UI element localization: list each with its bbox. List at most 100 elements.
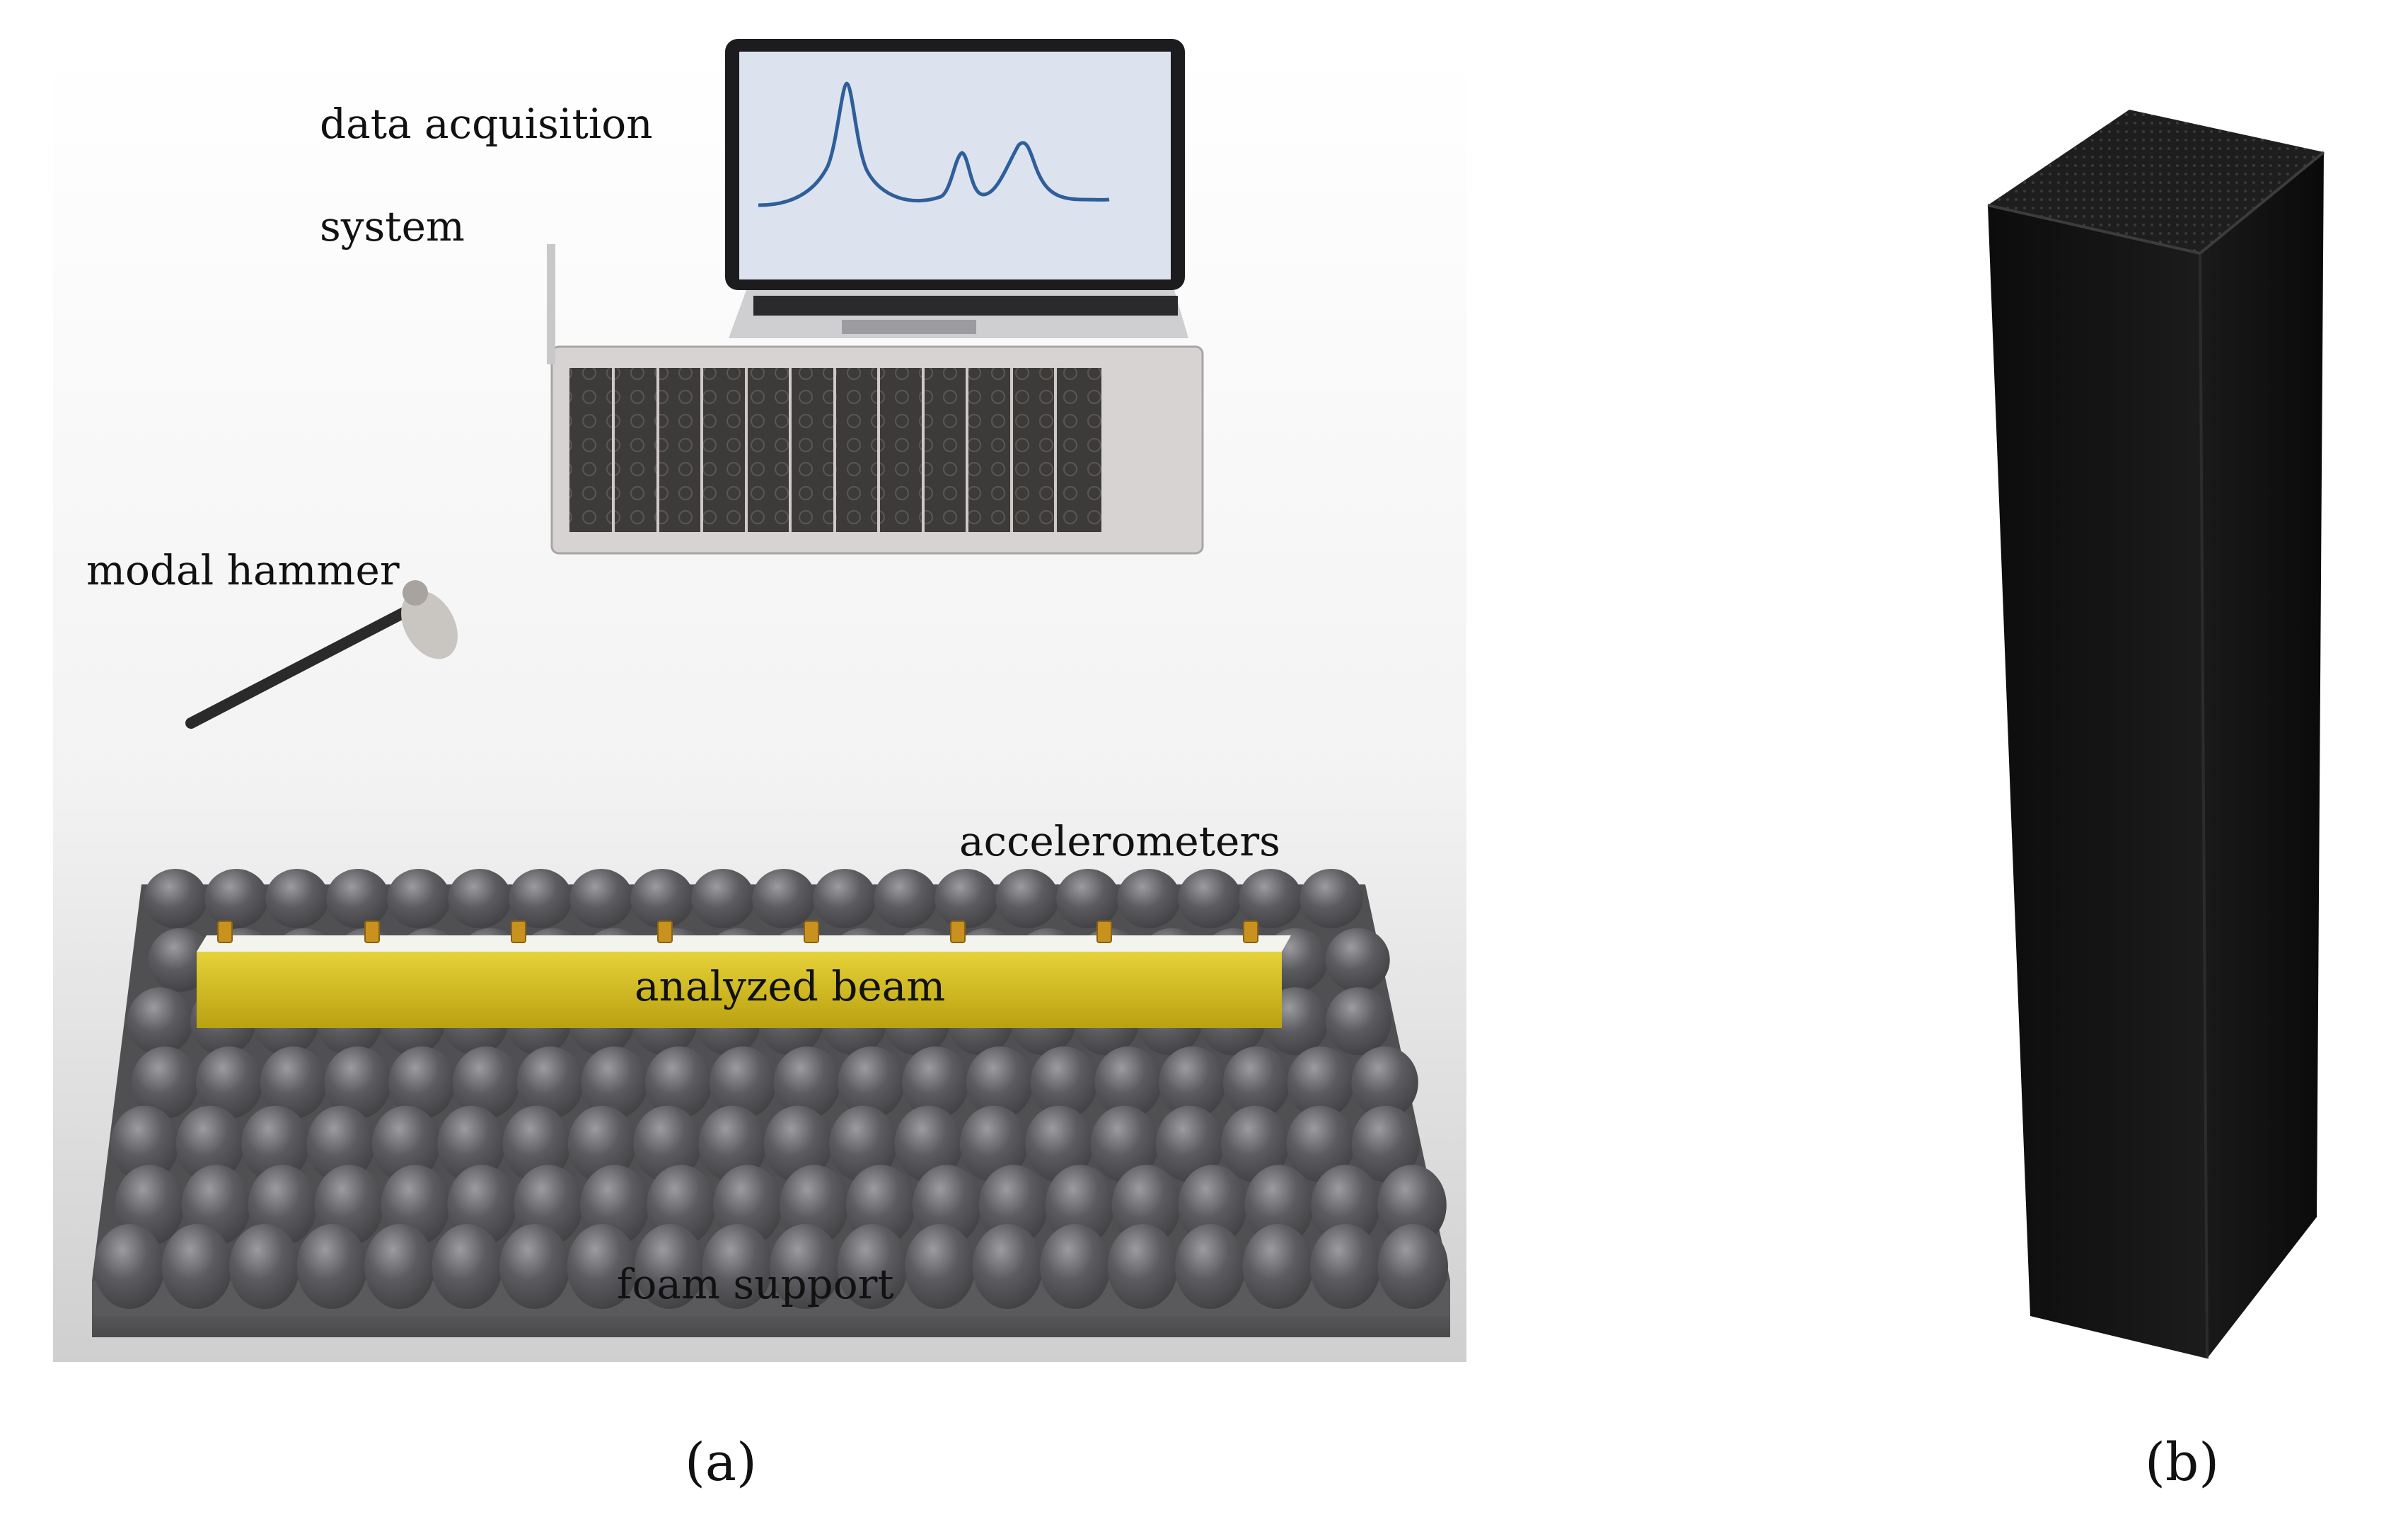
foam-bump (995, 869, 1059, 928)
foam-bump (324, 1046, 391, 1119)
foam-bump (702, 1224, 772, 1309)
foam-bump (448, 869, 511, 928)
foam-bump (709, 1046, 777, 1119)
foam-bump (1056, 869, 1120, 928)
foam-bump (633, 1105, 702, 1182)
foam-bump (752, 869, 816, 928)
accelerometer (804, 921, 819, 943)
foam-bump (630, 869, 694, 928)
foam-bump (502, 1105, 571, 1182)
foam-bump (144, 869, 207, 928)
foam-bump (195, 1046, 263, 1119)
foam-bump (1117, 869, 1181, 928)
foam-bump (452, 1046, 520, 1119)
analyzed-beam (197, 921, 1291, 1028)
foam-bump (388, 1046, 456, 1119)
foam-bump (829, 1105, 898, 1182)
foam-bump (1221, 1105, 1290, 1182)
foam-bump (1286, 1105, 1355, 1182)
foam-bump (1159, 1046, 1226, 1119)
daq-chassis (547, 244, 1204, 555)
foam-bump (1311, 1165, 1380, 1246)
foam-bump (959, 1105, 1028, 1182)
foam-bump (1351, 1046, 1418, 1119)
foam-bump (1030, 1046, 1098, 1119)
panel-b (1987, 110, 2325, 1359)
foam-bump (1351, 1105, 1420, 1182)
foam-bump (1090, 1105, 1159, 1182)
foam-bump (1111, 1165, 1181, 1246)
foam-bump (1299, 869, 1363, 928)
foam-bump (516, 1046, 584, 1119)
foam-bump (635, 1224, 705, 1309)
foam-bump (978, 1165, 1048, 1246)
foam-bump (326, 869, 390, 928)
foam-bump (1377, 1224, 1449, 1309)
foam-bump (813, 869, 876, 928)
specimen-left-face (1988, 205, 2207, 1358)
accelerometers-label: accelerometers (959, 817, 1280, 865)
foam-bump (581, 1046, 648, 1119)
foam-bump (645, 1046, 712, 1119)
foam-bump (934, 869, 998, 928)
foam-bump (437, 1105, 506, 1182)
foam-bump (241, 1105, 310, 1182)
daq-label-line1: data acquisition (320, 100, 653, 148)
foam-bump (1155, 1105, 1224, 1182)
foam-bump (1239, 869, 1302, 928)
foam-bump (148, 928, 213, 992)
foam-bump (1244, 1165, 1314, 1246)
foam-bump (364, 1224, 435, 1309)
laptop (725, 39, 1188, 338)
foam-bump (837, 1224, 908, 1309)
foam-bump (698, 1105, 767, 1182)
accelerometer (364, 921, 380, 943)
foam-bump (1045, 1165, 1115, 1246)
foam-bump (387, 869, 451, 928)
foam-bump (1287, 1046, 1355, 1119)
foam-bump (265, 869, 329, 928)
foam-bump (1222, 1046, 1290, 1119)
beam-label: analyzed beam (635, 962, 945, 1010)
daq-label-line2: system (320, 202, 465, 250)
foam-bump (1178, 1165, 1248, 1246)
foam-bump (110, 1105, 179, 1182)
specimen-right-face (2200, 152, 2324, 1358)
foam-bump (509, 869, 572, 928)
foam-bump (127, 987, 193, 1056)
foam-bump (691, 869, 755, 928)
accelerometer (1243, 921, 1258, 943)
foam-bump (912, 1165, 982, 1246)
foam-bump (1310, 1224, 1381, 1309)
foam-bump (1242, 1224, 1314, 1309)
frf-trace (758, 81, 1110, 207)
foam-bump (763, 1105, 832, 1182)
foam-bump (972, 1224, 1043, 1309)
foam-bump (902, 1046, 969, 1119)
foam-bump (204, 869, 268, 928)
foam-bump (229, 1224, 300, 1309)
caption-b: (b) (2145, 1432, 2219, 1493)
foam-bump (1377, 1165, 1447, 1246)
caption-a: (a) (685, 1432, 757, 1493)
foam-bump (569, 869, 633, 928)
accelerometer (950, 921, 966, 943)
accelerometer (217, 921, 233, 943)
foam-bump (1107, 1224, 1179, 1309)
foam-bump (371, 1105, 440, 1182)
modal-hammer (185, 580, 458, 729)
foam-bump (874, 869, 937, 928)
foam-bump (1326, 987, 1391, 1056)
foam-bump (1094, 1046, 1162, 1119)
foam-bump (132, 1046, 199, 1119)
foam-bump (1325, 928, 1390, 992)
foam-bump (838, 1046, 905, 1119)
panel-a: data acquisition system modal hammer acc… (53, 39, 1466, 1362)
foam-bump (161, 1224, 232, 1309)
foam-bump (773, 1046, 841, 1119)
composite-specimen (1987, 110, 2325, 1359)
foam-bump (306, 1105, 375, 1182)
accelerometer (657, 921, 673, 943)
accelerometer (511, 921, 526, 943)
laptop-keyboard (753, 296, 1178, 316)
